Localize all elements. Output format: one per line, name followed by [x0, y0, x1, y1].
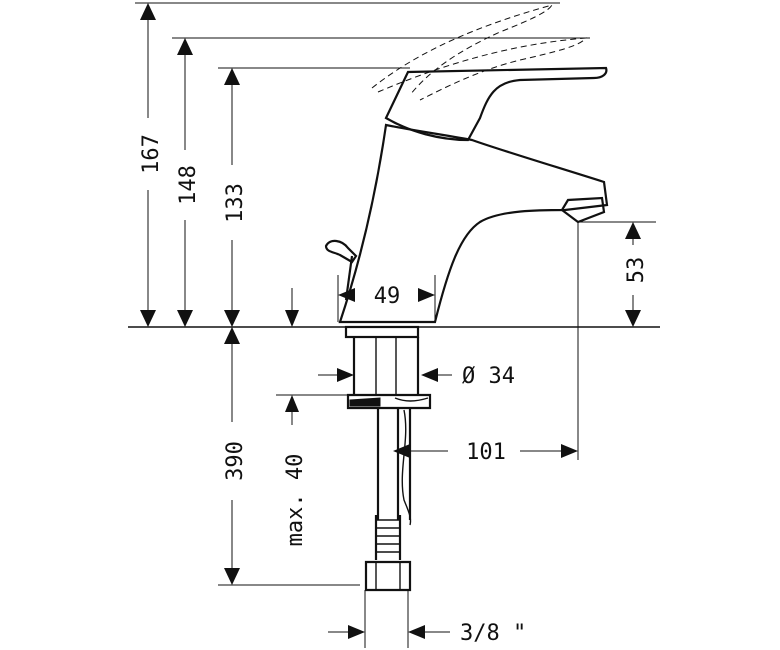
base-ring — [344, 325, 420, 339]
dim-max-40: max. 40 — [276, 394, 350, 547]
dim-101-label: 101 — [466, 440, 506, 465]
spout-body — [338, 123, 609, 324]
dim-3-8-inch: 3/8 " — [328, 590, 526, 648]
lever-raised-ghost — [371, 4, 554, 96]
popup-arrow — [285, 288, 299, 327]
dim-390: 390 — [218, 327, 360, 586]
dim-101: 101 — [393, 222, 579, 465]
crimp-sleeve — [376, 519, 400, 553]
dim-148-label: 148 — [176, 165, 201, 205]
under-counter-assembly — [344, 325, 432, 592]
faucet-body — [324, 4, 609, 324]
fixing-nut-shade — [349, 397, 381, 407]
dim-53: 53 — [578, 221, 656, 327]
dim-53-label: 53 — [624, 257, 649, 284]
dim-133: 133 — [223, 68, 248, 327]
dim-dia-34-label: Ø 34 — [462, 364, 515, 389]
dim-390-label: 390 — [223, 441, 248, 481]
dim-49-label: 49 — [374, 284, 401, 309]
popup-rod — [324, 239, 358, 264]
connection-nut — [364, 560, 412, 592]
dim-148: 148 — [176, 38, 201, 327]
dim-167-label: 167 — [139, 134, 164, 174]
dim-133-label: 133 — [223, 183, 248, 223]
fixing-nut — [346, 393, 432, 410]
lever-mid-ghost — [377, 37, 588, 101]
popup-rod-stem — [344, 255, 354, 301]
lever-handle — [384, 66, 608, 142]
dim-3-8-inch-label: 3/8 " — [460, 621, 526, 646]
dim-max-40-label: max. 40 — [283, 454, 308, 547]
aerator — [560, 196, 606, 224]
dim-167: 167 — [139, 3, 164, 327]
dim-dia-34: Ø 34 — [318, 364, 515, 389]
